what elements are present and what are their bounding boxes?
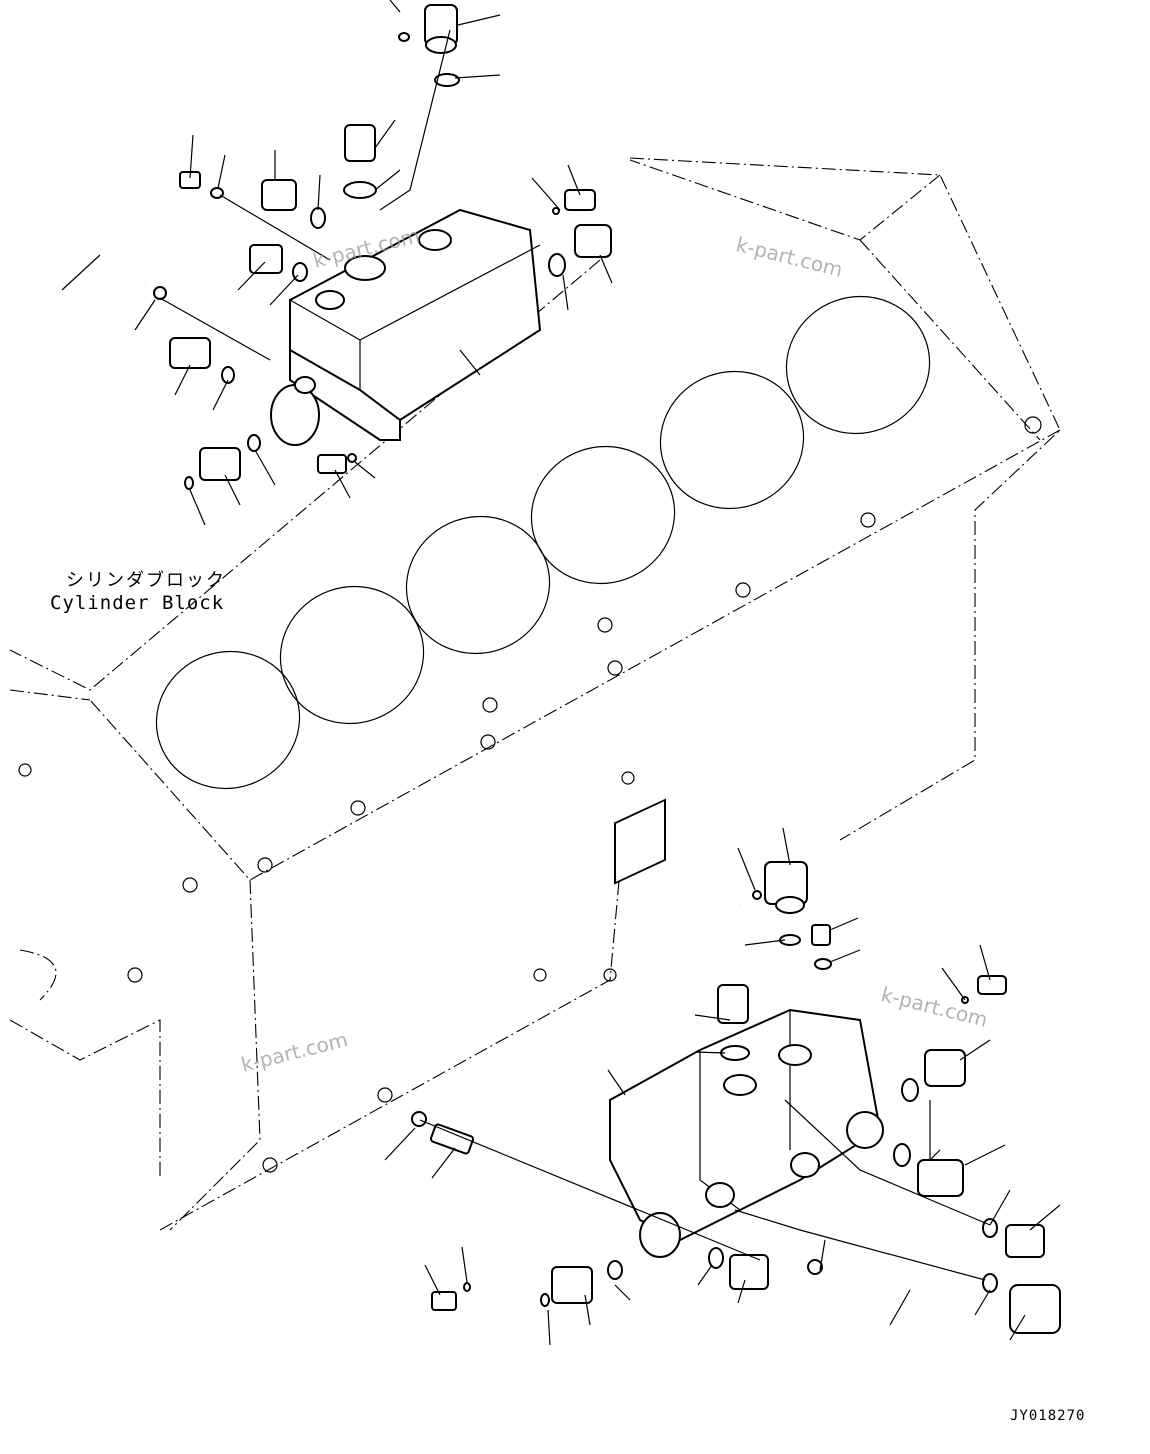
figure-number: JY018270 xyxy=(1010,1408,1086,1424)
leader-lines xyxy=(61,0,1061,1346)
block-bolt-holes xyxy=(18,416,1042,1173)
oil-tube xyxy=(497,899,742,1322)
lower-valve-block xyxy=(609,798,884,1258)
upper-valve-block xyxy=(270,208,542,446)
cylinder-block-outline xyxy=(9,157,1061,1231)
cylinder-bores xyxy=(155,295,931,790)
upper-fittings xyxy=(49,4,612,490)
cylinder-block-label-jp: シリンダブロック xyxy=(66,570,226,591)
cylinder-block-label-en: Cylinder Block xyxy=(50,592,225,614)
